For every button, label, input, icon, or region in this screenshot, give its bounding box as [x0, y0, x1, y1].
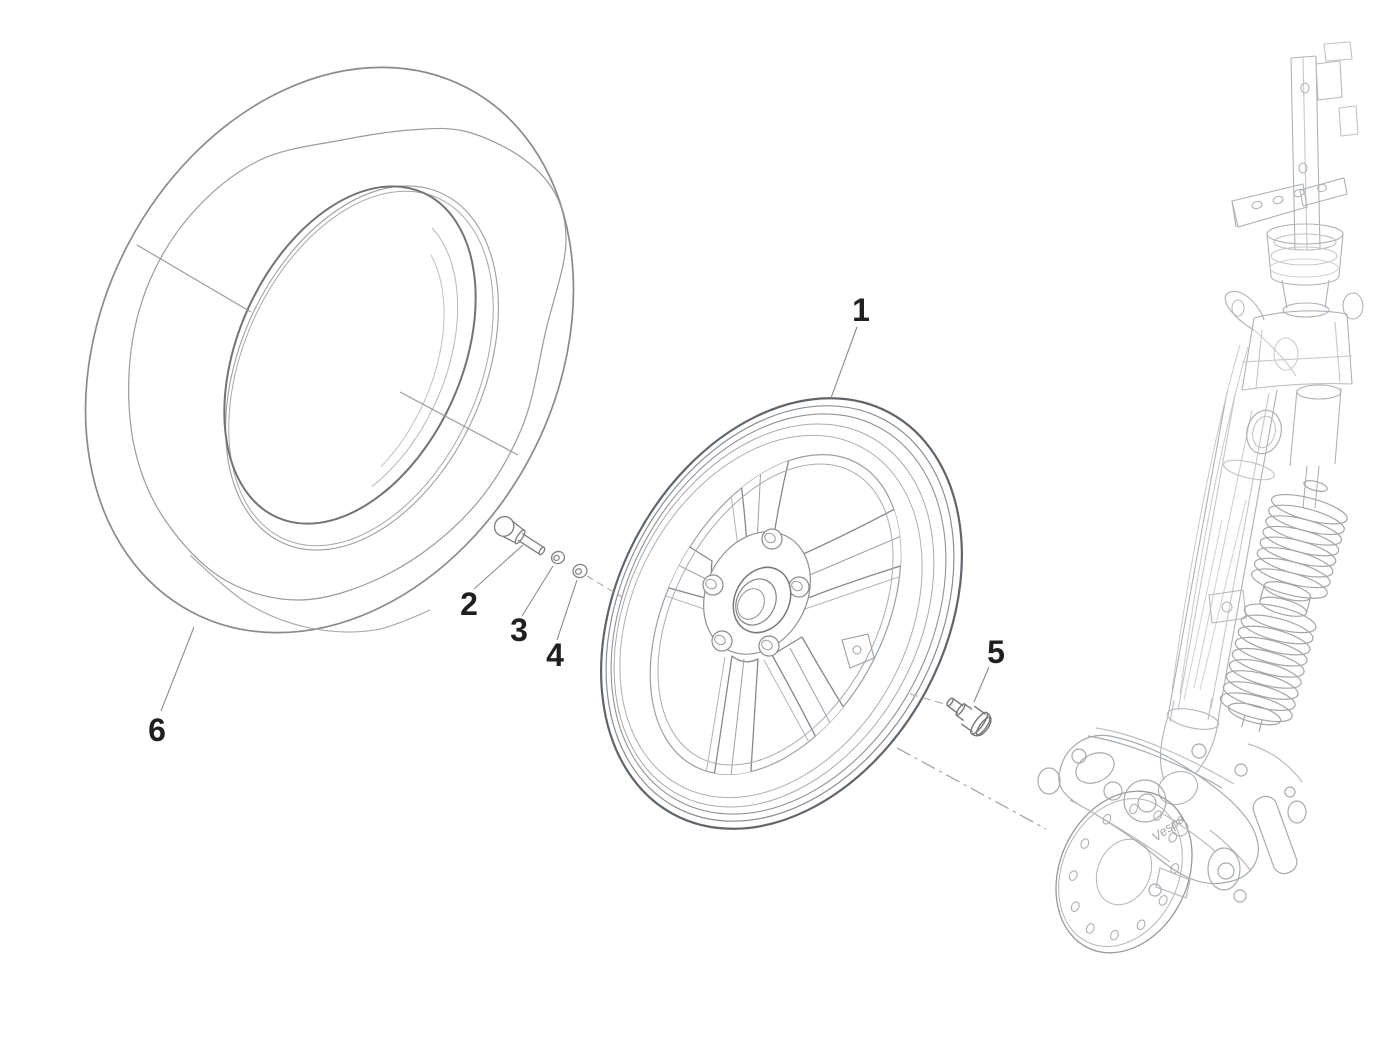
svg-text:2: 2 [460, 586, 478, 622]
svg-text:3: 3 [510, 612, 528, 648]
svg-text:5: 5 [987, 634, 1005, 670]
svg-text:1: 1 [852, 292, 870, 328]
svg-text:4: 4 [546, 637, 564, 673]
svg-text:6: 6 [148, 712, 166, 748]
